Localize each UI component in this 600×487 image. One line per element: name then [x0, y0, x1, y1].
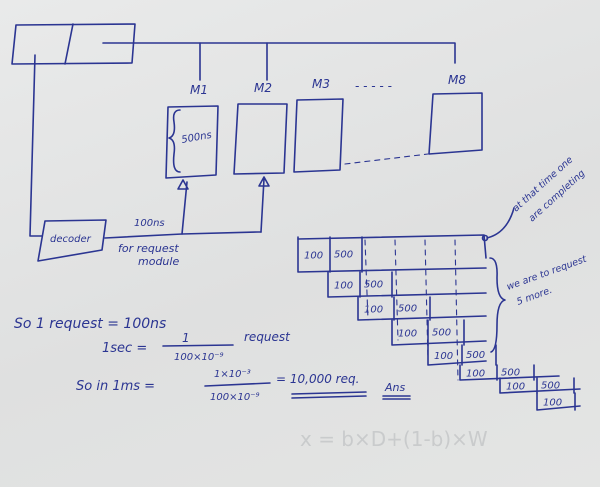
pipeline-request-cell: 100 [543, 398, 562, 409]
decoder-time: 100ns [134, 218, 165, 229]
pipeline-request-cell: 100 [434, 351, 453, 362]
math-line2-fraction-bar [162, 344, 234, 347]
module-m2-box [233, 103, 288, 175]
pipeline-row-frame [327, 271, 487, 298]
pipeline-request-cell: 100 [334, 281, 353, 292]
pipeline-dashed-divider [394, 239, 399, 341]
m1-access-time: 500ns [181, 130, 213, 146]
pipeline-row-frame [459, 364, 560, 381]
module-label-m1: M1 [190, 83, 208, 97]
address-bus [102, 42, 456, 81]
arrow-to-m2 [258, 176, 270, 233]
math-line2-denominator: 100×10⁻⁹ [174, 352, 223, 363]
pipeline-access-cell: 500 [398, 304, 417, 315]
pipeline-access-cell: 500 [466, 350, 485, 361]
module-gap-line [344, 153, 429, 165]
pipeline-dashed-divider [454, 239, 459, 381]
top-note-marker [481, 234, 489, 242]
pipeline-row-frame [391, 319, 487, 346]
pipeline-row-frame [297, 236, 487, 273]
pipeline-access-cell: 500 [432, 328, 451, 339]
pipeline-request-cell: 100 [364, 305, 383, 316]
arrow-to-m1 [177, 179, 189, 235]
pipeline-access-cell: 500 [501, 368, 520, 379]
pipeline-row-frame [499, 377, 581, 394]
decoder-caption-line2: module [138, 255, 179, 268]
module-m3-box [293, 98, 344, 173]
pipeline-request-cell: 100 [304, 251, 323, 262]
math-line3-result: = 10,000 req. [276, 372, 359, 386]
module-m1-box [165, 105, 219, 179]
pipeline-access-cell: 500 [364, 280, 383, 291]
pipeline-row-frame [427, 344, 487, 366]
module-gap-dashes: - - - - - [355, 79, 392, 93]
address-register [11, 23, 136, 65]
pipeline-dashed-divider [364, 239, 369, 321]
pipeline-access-cell: 500 [541, 381, 560, 392]
decoder-output-line [104, 231, 262, 239]
pipeline-row-frame [357, 296, 487, 321]
pipeline-request-cell: 100 [466, 369, 485, 380]
math-line2-numerator: 1 [182, 331, 190, 345]
math-line3-fraction-bar [204, 382, 271, 387]
module-m8-box [428, 92, 483, 155]
m1-brace [168, 109, 181, 173]
math-line3-numerator: 1×10⁻³ [214, 369, 251, 380]
five-more-brace [489, 257, 506, 353]
result-double-underline [291, 391, 367, 399]
pipeline-top-frame [297, 234, 487, 259]
pipeline-row-frame [536, 392, 581, 411]
pipeline-access-cell: 500 [334, 250, 353, 261]
math-line3-lhs: So in 1ms = [76, 379, 155, 394]
answer-underline [382, 395, 411, 400]
decoder-label: decoder [50, 234, 92, 245]
math-line2-unit: request [244, 330, 291, 344]
answer-label: Ans [384, 381, 405, 394]
math-line2-lhs: 1sec = [102, 341, 147, 356]
decoder-feed-line [29, 54, 43, 237]
decoder-box [37, 219, 107, 262]
pipeline-request-cell: 100 [506, 382, 525, 393]
pipeline-timing-chart: 100 500 100 500 100 500 100 500 100 500 100 500 100 5… [297, 234, 581, 411]
decoder-caption-line1: for request [118, 242, 179, 255]
module-label-m8: M8 [448, 73, 466, 87]
pipeline-request-cell: 100 [398, 329, 417, 340]
math-line1: So 1 request = 100ns [14, 316, 166, 332]
math-line3-denominator: 100×10⁻⁹ [210, 392, 259, 403]
module-label-m2: M2 [254, 81, 272, 95]
show-through-text: x = b×D+(1-b)×W [300, 427, 488, 451]
module-label-m3: M3 [312, 77, 330, 91]
top-note-pointer [486, 207, 515, 239]
